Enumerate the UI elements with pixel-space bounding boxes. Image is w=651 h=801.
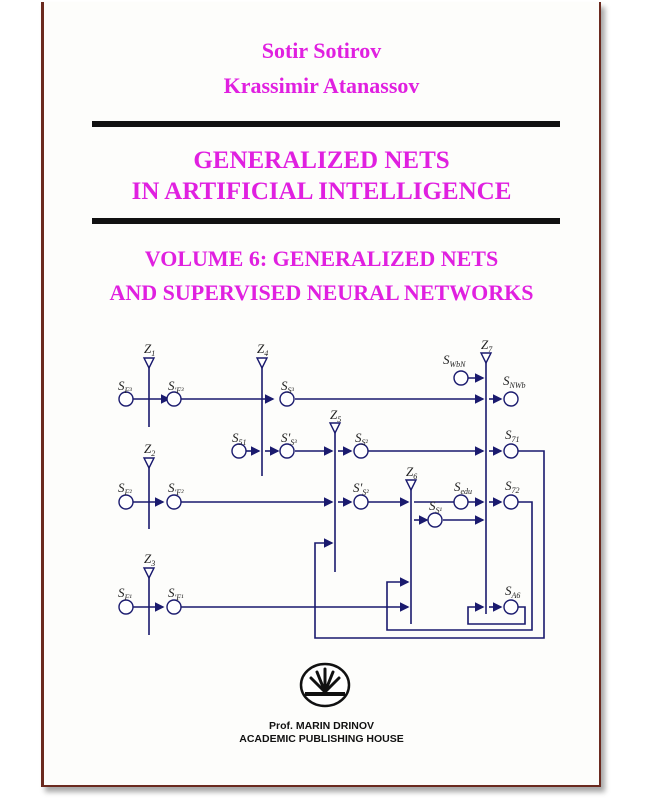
top-rule [92,121,560,127]
svg-text:S'F²: S'F² [168,480,184,497]
svg-text:Z4: Z4 [257,341,268,358]
svg-text:Z3: Z3 [144,551,155,568]
svg-text:SS³: SS³ [281,378,295,395]
author-1: Sotir Sotirov [261,38,382,63]
svg-text:Z5: Z5 [330,407,341,424]
svg-text:SS²: SS² [355,430,369,447]
svg-text:SNWb: SNWb [503,373,526,390]
svg-text:SF³: SF³ [118,378,132,395]
svg-text:S72: S72 [505,478,520,495]
author-2: Krassimir Atanassov [223,73,420,98]
svg-text:SF²: SF² [118,480,132,497]
publisher-line-1: Prof. MARIN DRINOV [269,720,374,732]
svg-text:S'S²: S'S² [353,480,369,497]
svg-text:Z6: Z6 [406,464,417,481]
svg-text:S'F¹: S'F¹ [168,585,184,602]
svg-text:SA6: SA6 [505,583,520,600]
svg-text:SWbN: SWbN [443,352,466,369]
title-line-1: GENERALIZED NETS [193,147,450,174]
svg-text:S'S³: S'S³ [281,430,297,447]
publisher-logo [299,662,351,708]
subtitle-line-1: VOLUME 6: GENERALIZED NETS [144,246,499,271]
svg-text:S'F³: S'F³ [168,378,184,395]
svg-text:Z7: Z7 [481,337,493,354]
svg-text:S71: S71 [505,427,520,444]
svg-text:S51: S51 [232,430,247,447]
publisher-line-2: ACADEMIC PUBLISHING HOUSE [239,733,404,745]
svg-text:Z1: Z1 [144,341,155,358]
title-line-2: IN ARTIFICIAL INTELLIGENCE [131,178,512,205]
svg-text:Sedu: Sedu [454,479,472,496]
generalized-net-diagram: Z1 Z2 Z3 Z4 Z5 Z6 Z7 SF³ S'F³ SS³ SWbN S… [118,337,545,639]
subtitle-line-2: AND SUPERVISED NEURAL NETWORKS [109,280,534,305]
book-cover: Sotir Sotirov Krassimir Atanassov GENERA… [41,2,601,787]
svg-text:SS¹: SS¹ [429,498,443,515]
middle-rule [92,218,560,224]
svg-text:SF¹: SF¹ [118,585,132,602]
svg-text:Z2: Z2 [144,441,155,458]
